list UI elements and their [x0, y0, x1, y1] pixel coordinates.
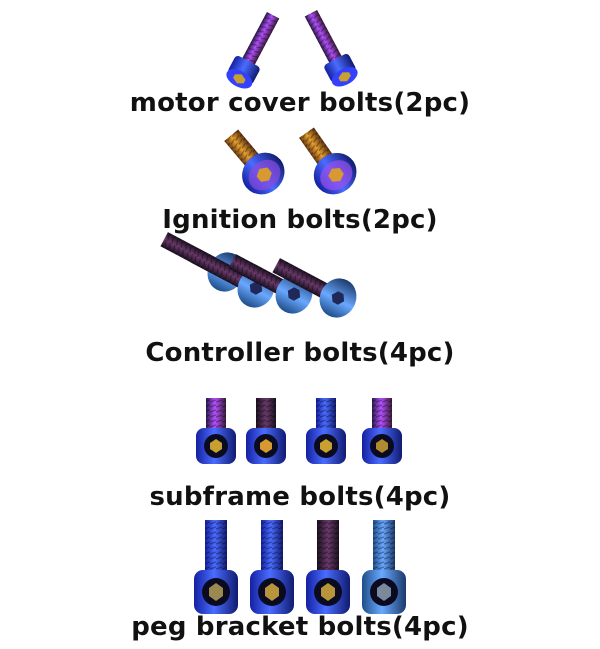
- ignition-bolts-label: Ignition bolts(2pc): [162, 205, 438, 235]
- controller-bolts-label: Controller bolts(4pc): [145, 338, 455, 368]
- subframe-bolt-2: [246, 398, 286, 464]
- peg-bracket-bolt-4: [362, 520, 406, 614]
- peg-bracket-bolt-1: [194, 520, 238, 614]
- subframe-bolt-3: [306, 398, 346, 464]
- controller-bolt-4: [272, 258, 357, 318]
- controller-bolt-3: [228, 254, 313, 314]
- peg-bracket-bolts-label: peg bracket bolts(4pc): [131, 612, 469, 642]
- peg-bracket-bolt-3: [306, 520, 350, 614]
- ignition-bolt-1: [224, 129, 285, 195]
- peg-bracket-bolt-2: [250, 520, 294, 614]
- ignition-bolt-2: [299, 127, 357, 195]
- subframe-bolt-1: [196, 398, 236, 464]
- motor-cover-bolt-1: [226, 11, 280, 89]
- motor-cover-bolt-2: [304, 9, 358, 87]
- subframe-bolt-4: [362, 398, 402, 464]
- subframe-bolts-label: subframe bolts(4pc): [149, 482, 451, 512]
- motor-cover-bolts-label: motor cover bolts(2pc): [129, 88, 471, 118]
